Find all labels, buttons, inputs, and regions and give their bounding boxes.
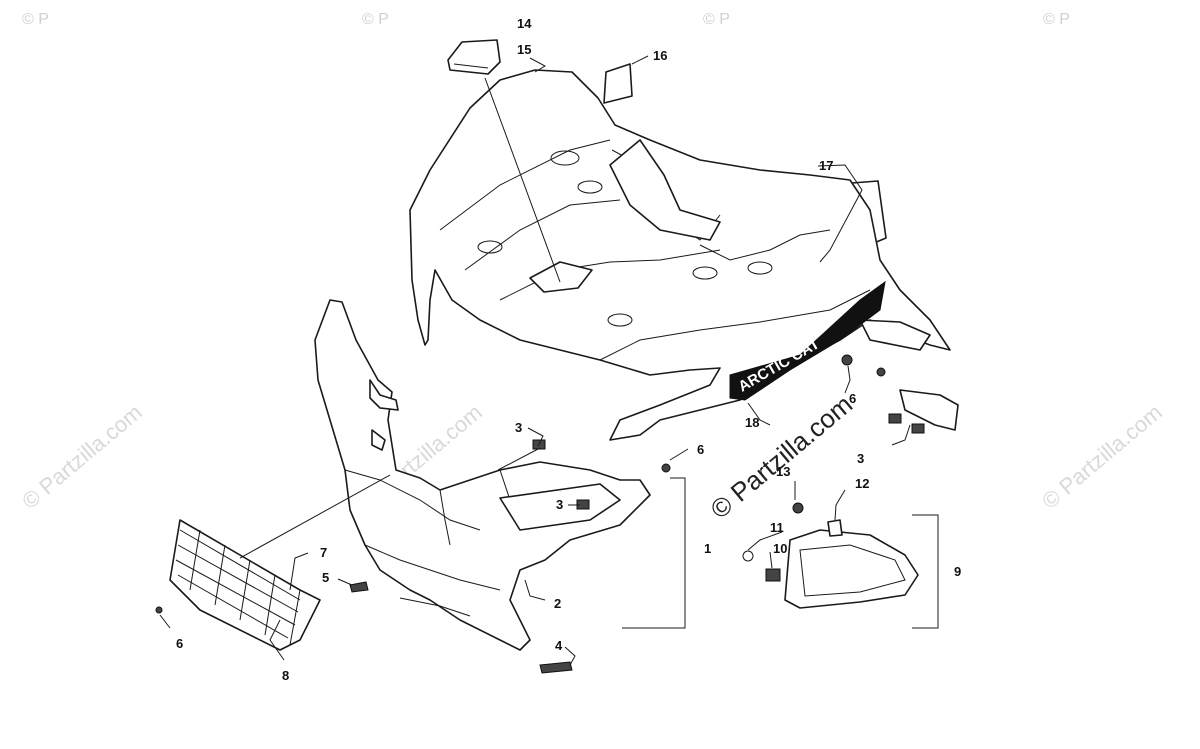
callout-7: 7 <box>320 545 327 560</box>
part-9-headlight <box>784 519 919 609</box>
part-14-cap <box>447 39 501 75</box>
callout-5: 5 <box>322 570 329 585</box>
callout-6a: 6 <box>697 442 704 457</box>
part-7-grille <box>169 519 321 651</box>
watermark-center: © Partzilla.com <box>705 389 858 525</box>
callout-3c: 3 <box>857 451 864 466</box>
callout-labels: 14 15 16 17 18 1 2 3 3 3 4 5 6 6 6 7 8 9… <box>176 16 961 683</box>
callout-1: 1 <box>704 541 711 556</box>
watermark-corner-1: © P <box>22 11 49 28</box>
part-4-bolt <box>539 661 573 674</box>
callout-8: 8 <box>282 668 289 683</box>
part-5-bolt <box>349 581 369 593</box>
part-13-nut <box>792 502 804 514</box>
watermark-corner-3: © P <box>703 11 730 28</box>
part-6-screw-b <box>841 354 853 366</box>
callout-6b: 6 <box>849 391 856 406</box>
right-bracket <box>899 389 959 431</box>
bracket-9 <box>912 514 939 629</box>
callout-10: 10 <box>773 541 787 556</box>
part-6-screw-d <box>155 606 163 614</box>
part-11-oring <box>742 550 754 562</box>
callout-6c: 6 <box>176 636 183 651</box>
part-16-decal <box>603 63 633 104</box>
callout-14: 14 <box>517 16 532 31</box>
callout-2: 2 <box>554 596 561 611</box>
callout-3b: 3 <box>556 497 563 512</box>
callout-12: 12 <box>855 476 869 491</box>
callout-15: 15 <box>517 42 531 57</box>
callout-18: 18 <box>745 415 759 430</box>
watermark-left: © Partzilla.com <box>17 399 147 513</box>
callout-11: 11 <box>770 520 784 535</box>
part-6-screw-c <box>876 367 886 377</box>
callout-16: 16 <box>653 48 667 63</box>
part-10-nut <box>765 568 781 582</box>
front-fender <box>409 69 951 441</box>
part-3-clip-d <box>911 423 925 434</box>
bracket-1 <box>622 477 686 629</box>
watermark-right: © Partzilla.com <box>1037 399 1167 513</box>
part-6-screw-a <box>661 463 671 473</box>
callout-4: 4 <box>555 638 563 653</box>
callout-17: 17 <box>819 158 833 173</box>
callout-13: 13 <box>776 464 790 479</box>
callout-9: 9 <box>954 564 961 579</box>
watermark-corner-4: © P <box>1043 11 1070 28</box>
leader-lines <box>159 55 911 666</box>
part-3-clip-c <box>888 413 902 424</box>
part-2-front-bumper <box>314 299 651 651</box>
callout-3a: 3 <box>515 420 522 435</box>
watermark-corner-2: © P <box>362 11 389 28</box>
